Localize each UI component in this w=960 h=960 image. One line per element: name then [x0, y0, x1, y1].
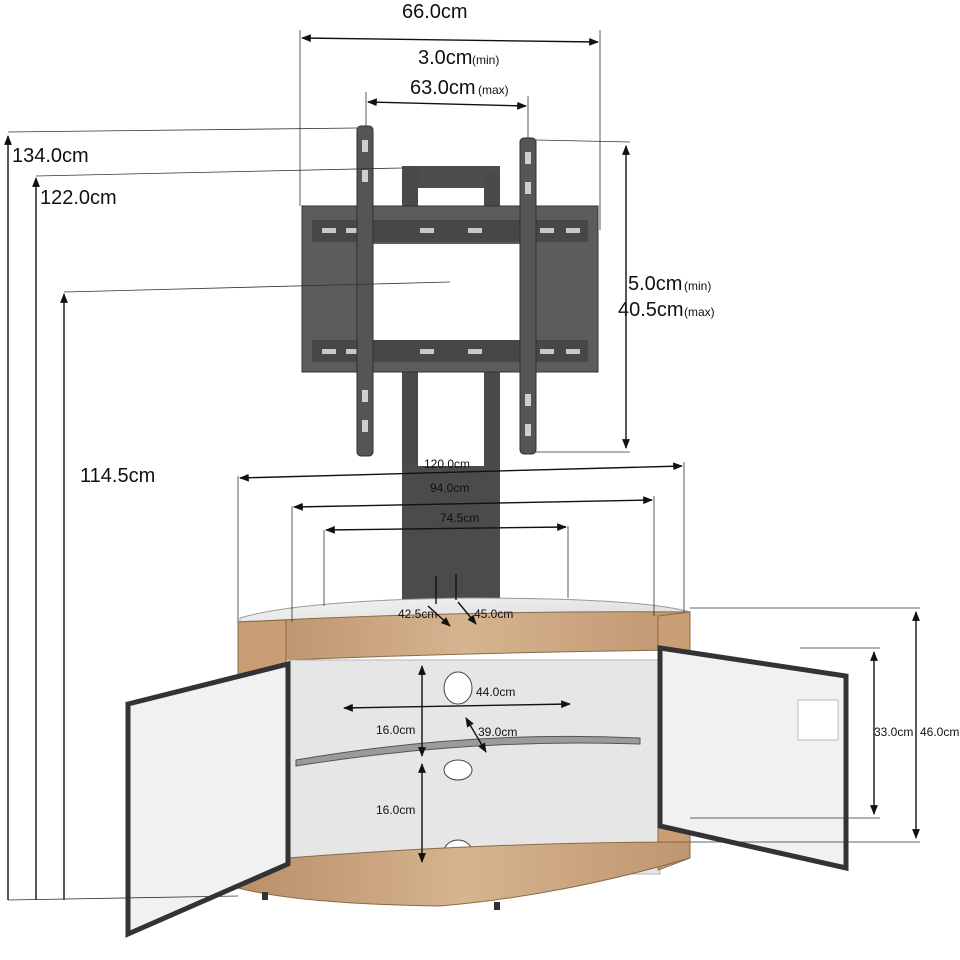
tv-bracket	[301, 125, 599, 604]
label-bracket-height-min-note: (min)	[684, 279, 711, 293]
door-right-label	[797, 699, 839, 741]
foot-right	[494, 902, 500, 910]
arm-left	[356, 125, 374, 457]
door-left	[125, 660, 291, 938]
label-depth-left: 42.5cm	[398, 607, 437, 621]
label-cabinet-width: 120.0cm	[424, 457, 470, 471]
cabinet-interior	[285, 659, 661, 875]
label-shelf-depth: 39.0cm	[478, 725, 517, 739]
label-height-frame: 122.0cm	[40, 187, 117, 209]
cable-hole-middle	[443, 759, 473, 781]
label-bracket-width-min: 3.0cm	[418, 47, 472, 69]
dimension-labels: 66.0cm 3.0cm (min) 63.0cm (max) 134.0cm …	[12, 1, 959, 817]
stand-column	[402, 466, 500, 604]
label-bracket-width-max: 63.0cm	[410, 77, 476, 99]
wood-bottom-band	[237, 841, 691, 907]
label-cabinet-height: 46.0cm	[920, 725, 959, 739]
label-bracket-width-max-note: (max)	[478, 83, 509, 97]
label-shelf-width: 44.0cm	[476, 685, 515, 699]
label-overall-width: 66.0cm	[402, 1, 468, 23]
mounting-plate-window	[372, 244, 530, 340]
label-bracket-height-max-note: (max)	[684, 305, 715, 319]
plate-rail-top	[312, 220, 588, 242]
label-shelf-gap-lower: 16.0cm	[376, 803, 415, 817]
cable-hole-top	[443, 671, 473, 705]
plate-rail-bottom	[312, 340, 588, 362]
foot-left	[262, 892, 268, 900]
pole-frame	[402, 166, 500, 188]
label-shelf-gap-upper: 16.0cm	[376, 723, 415, 737]
label-cabinet-inner-width: 94.0cm	[430, 481, 469, 495]
label-door-height: 33.0cm	[874, 725, 913, 739]
cabinet	[125, 597, 849, 938]
dimension-lines	[4, 30, 920, 901]
label-bracket-height-max: 40.5cm	[618, 299, 684, 321]
label-bracket-width-min-note: (min)	[472, 53, 499, 67]
label-depth-right: 45.0cm	[474, 607, 513, 621]
label-height-center: 114.5cm	[80, 465, 155, 487]
label-bracket-height-min: 5.0cm	[628, 273, 682, 295]
label-cabinet-back-width: 74.5cm	[440, 511, 479, 525]
label-height-top: 134.0cm	[12, 145, 89, 167]
wood-top-band	[237, 611, 691, 663]
